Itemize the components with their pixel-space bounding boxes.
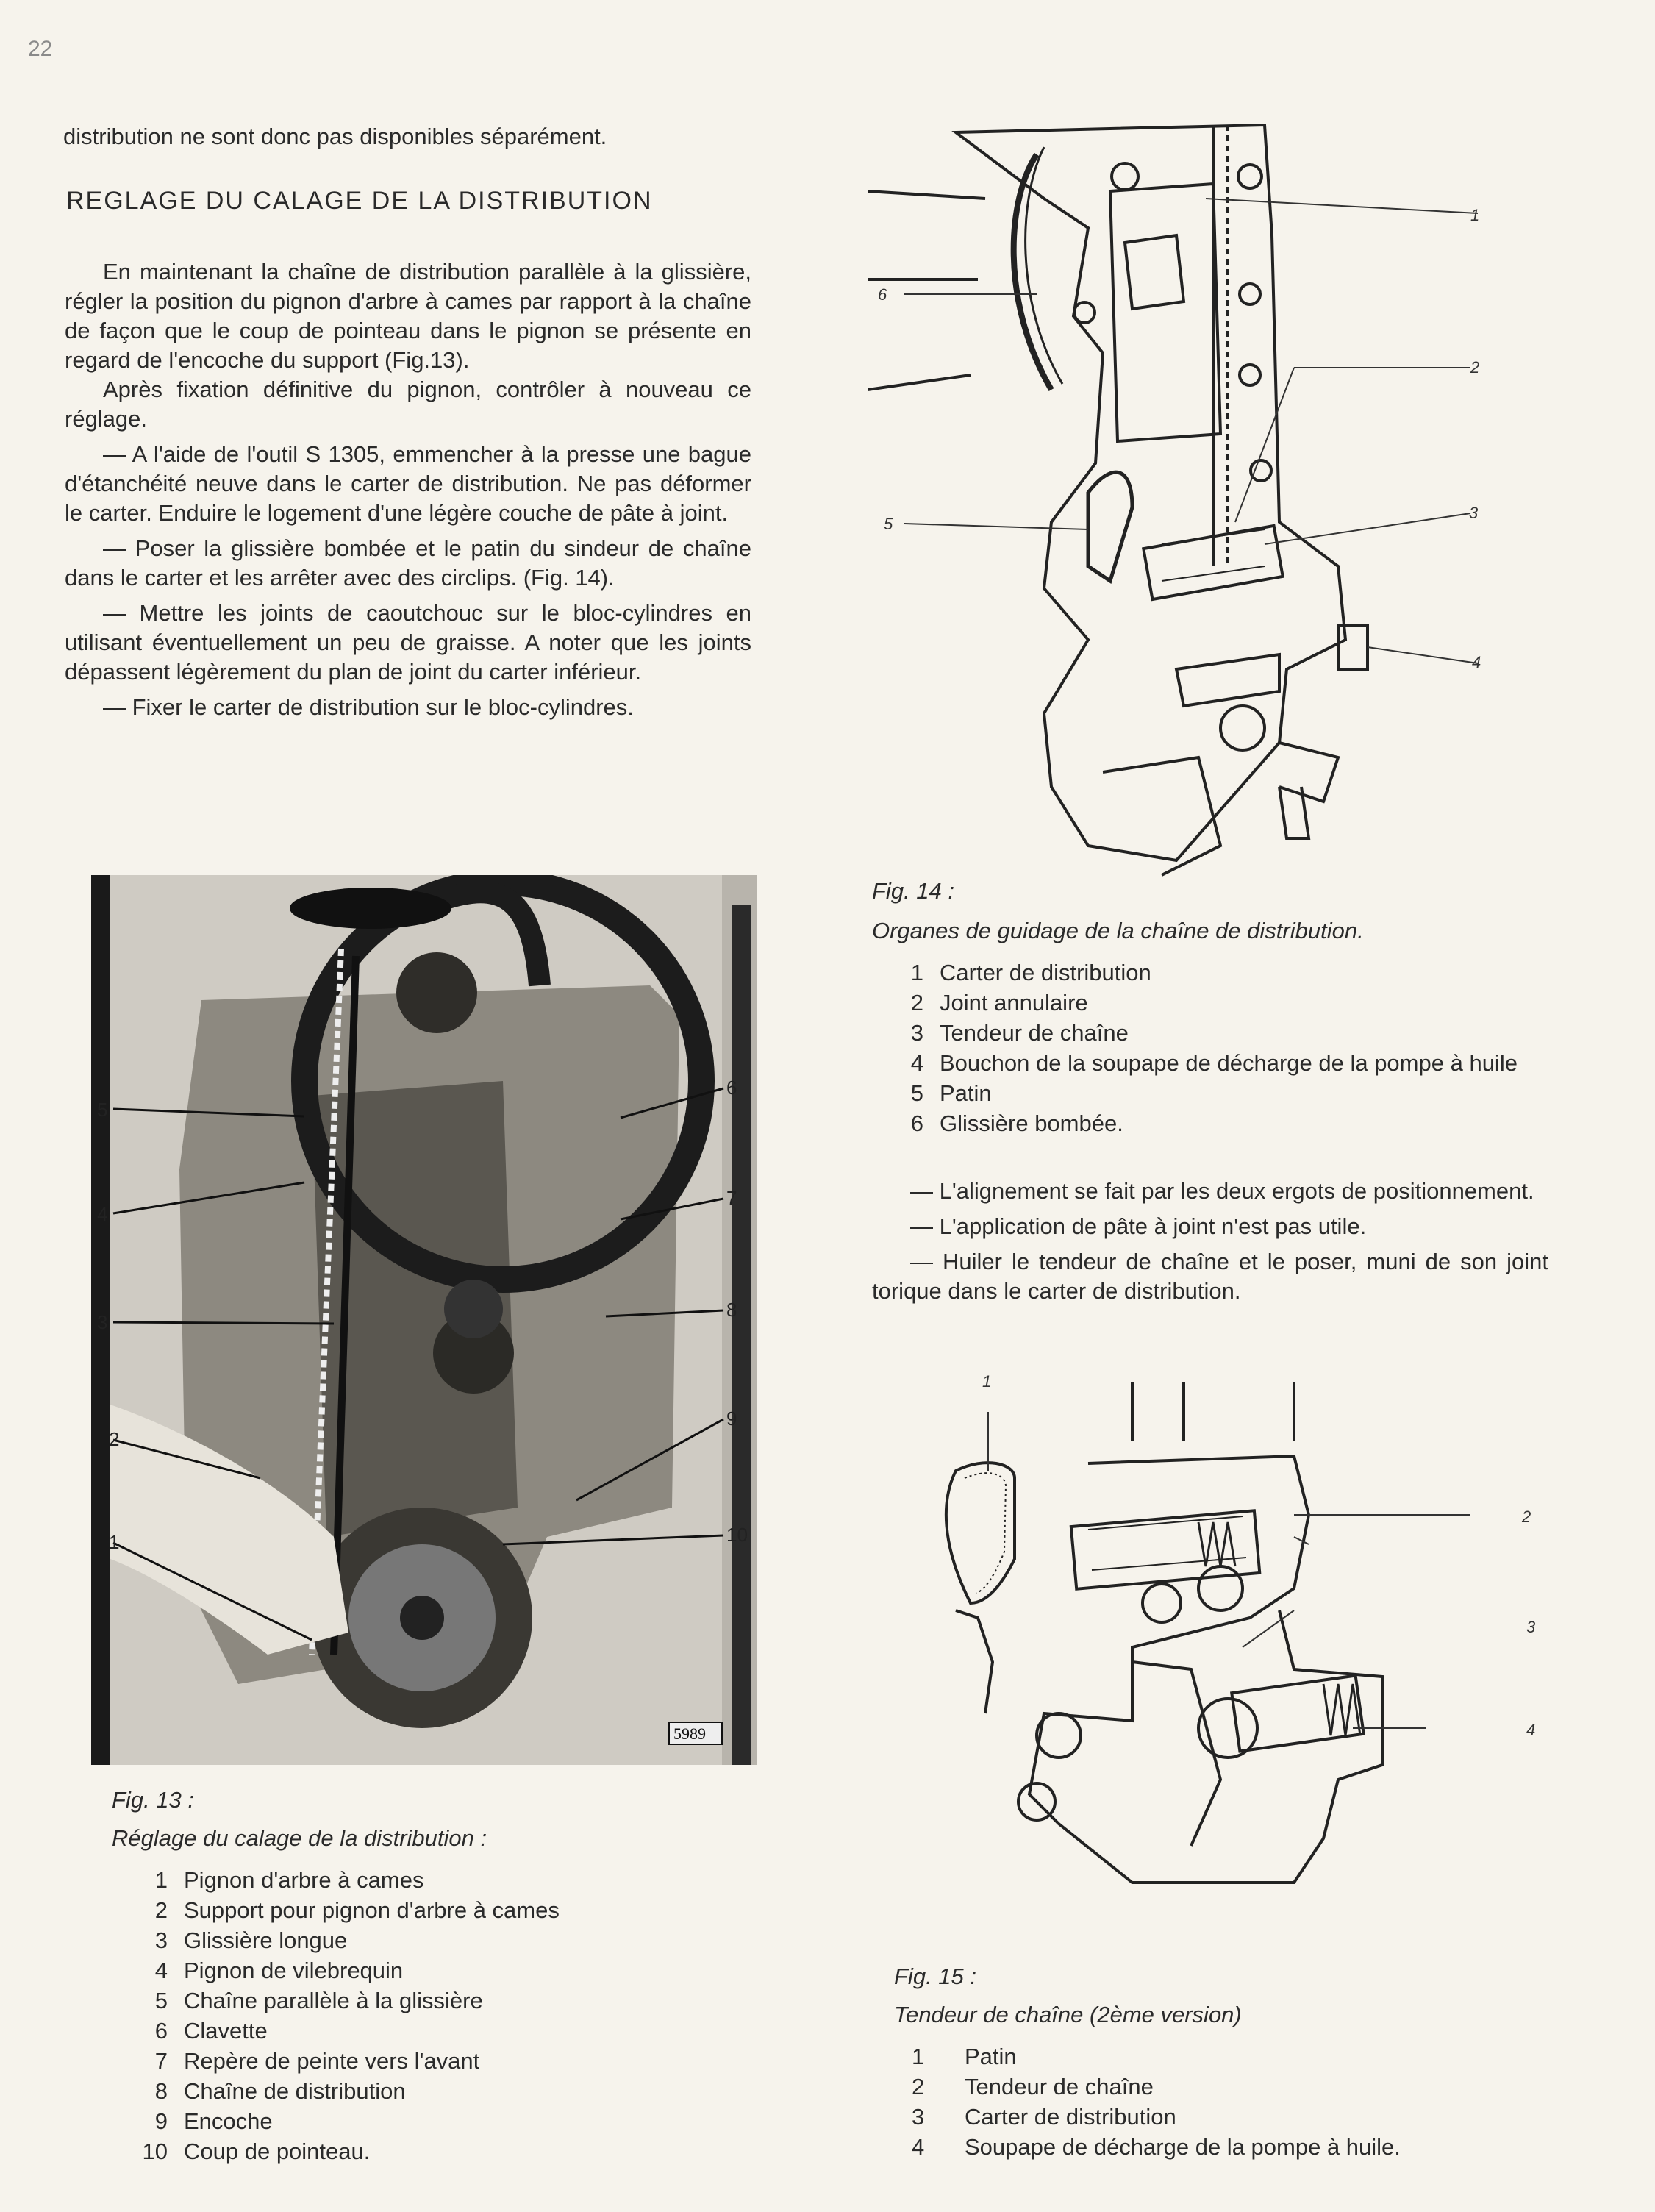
fig14-callout-4: 4 (1472, 653, 1481, 671)
photo-callout-3: 3 (97, 1311, 107, 1333)
section-title: REGLAGE DU CALAGE DE LA DISTRIBUTION (66, 187, 653, 215)
photo-callout-9: 9 (726, 1408, 737, 1430)
fig13-label: Fig. 13 : (112, 1787, 194, 1813)
fig15-title: Tendeur de chaîne (2ème version) (894, 2002, 1242, 2027)
fig15-callout-3: 3 (1526, 1618, 1536, 1636)
fig14-drawing: 1 2 3 4 5 6 (867, 110, 1507, 905)
fig15-callout-4: 4 (1526, 1721, 1535, 1739)
fig15-drawing: 1 2 3 4 (912, 1368, 1573, 1927)
right-body: — L'alignement se fait par les deux ergo… (872, 1177, 1548, 1306)
continued-text: distribution ne sont donc pas disponible… (63, 124, 607, 149)
fig14-label: Fig. 14 : (872, 878, 954, 904)
page-number: 22 (28, 37, 53, 61)
photo-callout-2: 2 (109, 1428, 119, 1450)
photo-callout-6: 6 (726, 1077, 737, 1099)
fig13-photo: 5 4 3 2 1 6 7 8 9 10 5989 (91, 869, 757, 1765)
paragraph: En maintenant la chaîne de distribution … (65, 259, 751, 373)
fig14-callout-3: 3 (1469, 504, 1479, 522)
paragraph: Après fixation définitive du pignon, con… (65, 377, 751, 432)
paragraph: — A l'aide de l'outil S 1305, emmencher … (65, 441, 751, 526)
fig15-label: Fig. 15 : (894, 1963, 976, 1989)
engine-photo-illustration: 5 4 3 2 1 6 7 8 9 10 5989 (91, 869, 757, 1765)
paragraph: — L'alignement se fait par les deux ergo… (910, 1178, 1534, 1204)
fig13-title: Réglage du calage de la distribution : (112, 1825, 487, 1851)
photo-stamp: 5989 (673, 1724, 706, 1743)
fig14-title: Organes de guidage de la chaîne de distr… (872, 918, 1364, 943)
chain-guide-diagram: 1 2 3 4 5 6 (867, 123, 1481, 877)
photo-callout-7: 7 (726, 1187, 737, 1209)
paragraph: — Mettre les joints de caoutchouc sur le… (65, 600, 751, 685)
photo-callout-1: 1 (109, 1531, 119, 1553)
paragraph: — L'application de pâte à joint n'est pa… (910, 1213, 1367, 1239)
paragraph: — Huiler le tendeur de chaîne et le pose… (872, 1249, 1548, 1304)
fig14-callout-2: 2 (1470, 358, 1479, 377)
paragraph: — Poser la glissière bombée et le patin … (65, 535, 751, 591)
photo-callout-10: 10 (726, 1524, 748, 1546)
photo-callout-4: 4 (97, 1203, 107, 1225)
left-body: En maintenant la chaîne de distribution … (65, 257, 751, 722)
fig15-callout-1: 1 (982, 1372, 991, 1391)
photo-callout-5: 5 (97, 1099, 107, 1121)
fig15-callout-2: 2 (1521, 1508, 1531, 1526)
photo-callout-8: 8 (726, 1299, 737, 1321)
fig14-callout-5: 5 (884, 515, 893, 533)
paragraph: — Fixer le carter de distribution sur le… (103, 694, 634, 720)
fig14-callout-1: 1 (1470, 206, 1479, 224)
fig14-callout-6: 6 (878, 285, 887, 304)
chain-tensioner-diagram: 1 2 3 4 (944, 1372, 1536, 1884)
